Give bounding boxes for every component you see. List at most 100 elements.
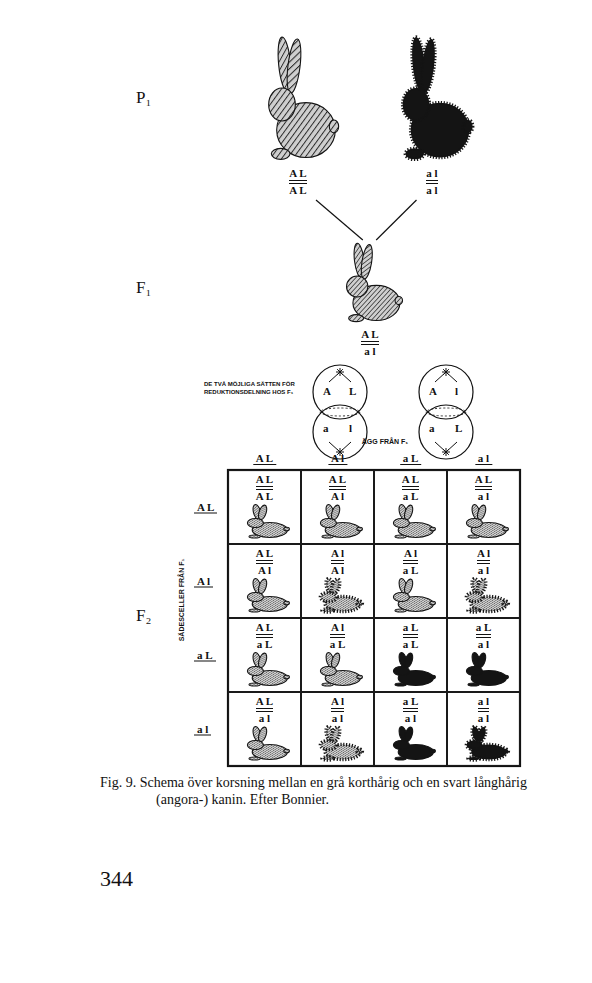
genotype: a la l xyxy=(426,168,437,196)
cell-outline xyxy=(418,404,474,460)
rabbit-silhouette xyxy=(247,726,289,760)
generation-label: F₁ xyxy=(136,278,151,298)
genotype: a La L xyxy=(403,622,419,650)
punnett-cell: A l A l xyxy=(301,544,374,618)
genotype-text: a l xyxy=(477,565,490,576)
punnett-cell: A L a l xyxy=(447,470,520,544)
cell-circle: Al xyxy=(418,364,474,420)
cell-outline xyxy=(418,364,474,420)
punnett-cell: A LA l xyxy=(301,470,374,544)
genotype-text: a L xyxy=(256,639,273,650)
genotype: A L a L xyxy=(402,474,419,502)
double-bar xyxy=(329,486,346,490)
cell-circle: aL xyxy=(418,404,474,460)
rabbit-figure xyxy=(241,578,289,613)
rabbit-node: a la l xyxy=(392,35,472,196)
axis-title: ÄGG FRÅN F₁ xyxy=(362,438,408,445)
rabbit-silhouette xyxy=(393,504,435,538)
punnett-cell: A LA l xyxy=(228,544,301,618)
genotype-text: A l xyxy=(331,548,344,559)
genotype-text: a l xyxy=(478,713,489,724)
genotype-text: a L xyxy=(402,491,419,502)
double-bar xyxy=(256,634,273,638)
genotype-text: A L xyxy=(475,474,492,485)
rabbit-figure xyxy=(314,578,362,613)
genotype: A L A L xyxy=(289,168,306,196)
rabbit-figure xyxy=(392,35,472,163)
double-bar xyxy=(331,560,344,564)
genotype-text: a l xyxy=(361,346,378,357)
genotype-text: A L xyxy=(256,696,273,707)
genotype-text: A L xyxy=(256,474,273,485)
genotype-text: A l xyxy=(330,622,346,633)
allele-letter: l xyxy=(455,385,458,397)
genotype: A l A l xyxy=(331,548,344,576)
rabbit-figure xyxy=(460,578,508,613)
rabbit-figure xyxy=(314,652,362,687)
cell-outline xyxy=(312,364,368,420)
rabbit-silhouette xyxy=(269,36,339,159)
genotype: A L a l xyxy=(475,474,492,502)
double-bar xyxy=(475,486,492,490)
genotype-text: A l xyxy=(477,548,490,559)
rabbit-silhouette xyxy=(247,578,289,612)
genotype-text: A l xyxy=(331,565,344,576)
figure-caption: Fig. 9. Schema över korsning mellan en g… xyxy=(100,774,540,808)
punnett-cell: A l a l xyxy=(301,692,374,766)
punnett-cell: A La L xyxy=(228,618,301,692)
genotype: a La l xyxy=(403,696,419,724)
descent-line xyxy=(376,200,416,240)
double-bar xyxy=(477,560,490,564)
genotype-text: A l xyxy=(331,696,344,707)
axis-title: SÄDESCELLER FRÅN F₁ xyxy=(178,559,185,642)
generation-label: F₂ xyxy=(136,606,151,626)
genotype: A la L xyxy=(330,622,346,650)
genotype: A l a l xyxy=(331,696,344,724)
rabbit-silhouette xyxy=(247,652,289,686)
rabbit-silhouette xyxy=(320,726,362,760)
generation-label: P₁ xyxy=(136,88,151,108)
rabbit-figure xyxy=(314,504,362,539)
genotype-text: A L xyxy=(402,474,419,485)
gamete-header: a l xyxy=(194,723,211,736)
double-bar xyxy=(361,341,378,345)
cell-circle: AL xyxy=(312,364,368,420)
punnett-cell: A L a l xyxy=(228,692,301,766)
genotype-text: a l xyxy=(256,713,273,724)
gamete-header: a L xyxy=(194,649,216,662)
allele-letter: l xyxy=(349,422,352,434)
double-bar xyxy=(478,708,489,712)
genotype-text: A l xyxy=(403,548,419,559)
rabbit-silhouette xyxy=(466,726,508,760)
allele-letter: a xyxy=(323,422,329,434)
rabbit-node: A L A L xyxy=(258,35,338,196)
genotype-text: a l xyxy=(331,713,344,724)
genotype-text: A L xyxy=(289,168,306,179)
rabbit-figure xyxy=(387,578,435,613)
rabbit-silhouette xyxy=(393,578,435,612)
rabbit-silhouette xyxy=(320,578,362,612)
genotype-text: A L xyxy=(361,329,378,340)
gamete-header: A l xyxy=(194,575,213,588)
genotype: A l a l xyxy=(477,548,490,576)
genotype-text: A l xyxy=(256,565,273,576)
genotype-text: A l xyxy=(329,491,346,502)
genotype-text: a l xyxy=(478,696,489,707)
genotype-text: a L xyxy=(403,565,419,576)
genotype-text: a l xyxy=(475,491,492,502)
genotype: a La l xyxy=(476,622,492,650)
double-bar xyxy=(330,634,346,638)
genotype: a l a l xyxy=(478,696,489,724)
rabbit-figure xyxy=(314,726,362,761)
allele-letter: L xyxy=(455,422,462,434)
gamete-header: A l xyxy=(328,452,347,465)
rabbit-figure xyxy=(241,504,289,539)
punnett-cell: a La l xyxy=(374,692,447,766)
genotype-text: a l xyxy=(426,185,437,196)
rabbit-silhouette xyxy=(320,504,362,538)
genotype-text: a l xyxy=(403,713,419,724)
double-bar xyxy=(403,560,419,564)
genotype-text: A L xyxy=(289,185,306,196)
note: DE TVÅ MÖJLIGA SÄTTEN FÖR REDUKTIONSDELN… xyxy=(204,380,306,396)
rabbit-silhouette xyxy=(403,36,473,159)
